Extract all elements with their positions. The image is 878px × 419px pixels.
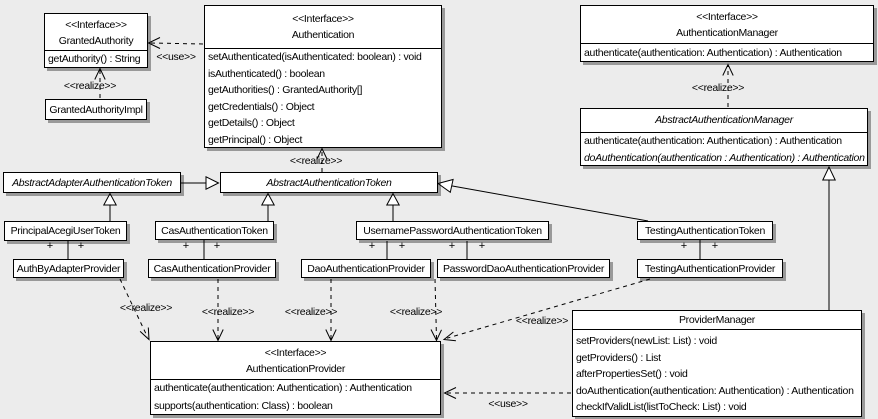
realize-label: <<realize>> [691,82,745,94]
realize-label: <<realize>> [284,306,338,318]
class-name: ProviderManager [678,314,756,326]
generalization-testing-authentication-token [436,178,649,222]
realize-granted-authority-impl [94,67,106,98]
class-name: GrantedAuthority [58,35,134,47]
plus-multiplicity: + [368,240,376,252]
class-authentication-manager[interactable]: <<Interface>> AuthenticationManager auth… [580,5,874,62]
plus-multiplicity: + [711,240,719,252]
plus-multiplicity: + [398,240,406,252]
stereotype: <<Interface>> [292,13,354,25]
method: getCredentials() : Object [208,100,315,113]
class-username-password-authentication-token[interactable]: UsernamePasswordAuthenticationToken [356,221,549,240]
method: authenticate(authentication: Authenticat… [584,47,842,59]
class-authentication-provider[interactable]: <<Interface>> AuthenticationProvider aut… [150,341,441,415]
realize-testing-authentication-provider [442,278,651,342]
use-provider-manager-to-authentication-provider [443,387,571,399]
method: doAuthentication(authentication: Authent… [576,384,854,397]
method: getDetails() : Object [208,117,295,130]
method: getProviders() : List [576,351,661,364]
plus-multiplicity: + [213,240,221,252]
class-granted-authority[interactable]: <<Interface>> GrantedAuthority getAuthor… [44,13,148,68]
use-label: <<use>> [156,51,196,63]
realize-label: <<realize>> [201,306,255,318]
class-provider-manager[interactable]: ProviderManager setProviders(newList: Li… [572,310,862,417]
class-granted-authority-impl[interactable]: GrantedAuthorityImpl [45,99,147,120]
use-authentication-to-granted-authority [147,37,204,49]
class-authentication[interactable]: <<Interface>> Authentication setAuthenti… [204,5,442,148]
class-abstract-adapter-authentication-token[interactable]: AbstractAdapterAuthenticationToken [3,172,181,193]
class-testing-authentication-provider[interactable]: TestingAuthenticationProvider [637,259,783,278]
method: authenticate(authentication: Authenticat… [154,382,412,394]
realize-abstract-authentication-manager [722,63,734,107]
class-name: AuthenticationManager [676,27,778,39]
use-label: <<use>> [488,398,528,410]
class-auth-by-adapter-provider[interactable]: AuthByAdapterProvider [13,259,124,278]
class-abstract-authentication-manager[interactable]: AbstractAuthenticationManager authentica… [580,108,868,166]
plus-multiplicity: + [448,240,456,252]
stereotype: <<Interface>> [65,19,127,31]
class-dao-authentication-provider[interactable]: DaoAuthenticationProvider [301,259,431,278]
method: afterPropertiesSet() : void [576,368,688,380]
class-name: CasAuthenticationToken [161,224,268,237]
generalization-principal-acegi-user-token [102,192,118,221]
class-name: PrincipalAcegiUserToken [10,225,121,237]
class-name: AbstractAuthenticationManager [655,114,793,126]
class-name: Authentication [291,29,355,41]
class-cas-authentication-token[interactable]: CasAuthenticationToken [155,221,274,240]
generalization-adapter-token-to-abstract-token [181,175,220,191]
realize-label: <<realize>> [289,155,343,167]
plus-multiplicity: + [478,240,486,252]
method: doAuthentication(authentication : Authen… [584,152,865,164]
class-testing-authentication-token[interactable]: TestingAuthenticationToken [637,221,773,240]
class-name: DaoAuthenticationProvider [307,262,425,275]
class-abstract-authentication-token[interactable]: AbstractAuthenticationToken [220,172,438,193]
class-principal-acegi-user-token[interactable]: PrincipalAcegiUserToken [4,221,127,241]
method: getAuthorities() : GrantedAuthority[] [208,84,363,97]
generalization-provider-manager [822,165,836,310]
class-name: AbstractAdapterAuthenticationToken [12,176,172,189]
method: isAuthenticated() : boolean [208,67,325,80]
generalization-username-password-token [385,192,401,221]
class-name: PasswordDaoAuthenticationProvider [442,262,605,275]
method: supports(authentication: Class) : boolea… [154,399,333,412]
method: getPrincipal() : Object [208,133,303,146]
generalization-cas-authentication-token [260,192,276,221]
class-password-dao-authentication-provider[interactable]: PasswordDaoAuthenticationProvider [437,259,610,278]
class-name: AuthenticationProvider [245,363,346,375]
class-name: TestingAuthenticationToken [644,224,766,237]
class-name: AbstractAuthenticationToken [266,176,392,189]
plus-multiplicity: + [46,240,54,252]
class-name: AuthByAdapterProvider [16,262,121,275]
class-name: GrantedAuthorityImpl [49,103,143,116]
method: setProviders(newList: List) : void [576,335,717,347]
plus-multiplicity: + [680,240,688,252]
method: authenticate(authentication: Authenticat… [584,135,842,147]
class-name: CasAuthenticationProvider [153,262,271,275]
realize-abstract-token-to-authentication [316,147,328,172]
class-name: TestingAuthenticationProvider [644,262,776,275]
realize-auth-by-adapter-provider [119,278,150,341]
method: getAuthority() : String [48,53,141,65]
method: setAuthenticated(isAuthenticated: boolea… [208,51,422,63]
realize-dao-authentication-provider [325,279,337,342]
stereotype: <<Interface>> [696,11,758,23]
realize-label: <<realize>> [515,315,569,327]
realize-label: <<realize>> [63,80,117,92]
realize-label: <<realize>> [389,306,443,318]
method: checkIfValidList(listToCheck: List) : vo… [576,401,747,413]
plus-multiplicity: + [182,240,190,252]
realize-cas-authentication-provider [212,279,224,342]
stereotype: <<Interface>> [264,347,327,359]
class-name: UsernamePasswordAuthenticationToken [363,224,542,237]
realize-label: <<realize>> [119,302,173,314]
plus-multiplicity: + [77,240,85,252]
class-cas-authentication-provider[interactable]: CasAuthenticationProvider [148,259,276,278]
realize-password-dao-authentication-provider [430,278,442,342]
